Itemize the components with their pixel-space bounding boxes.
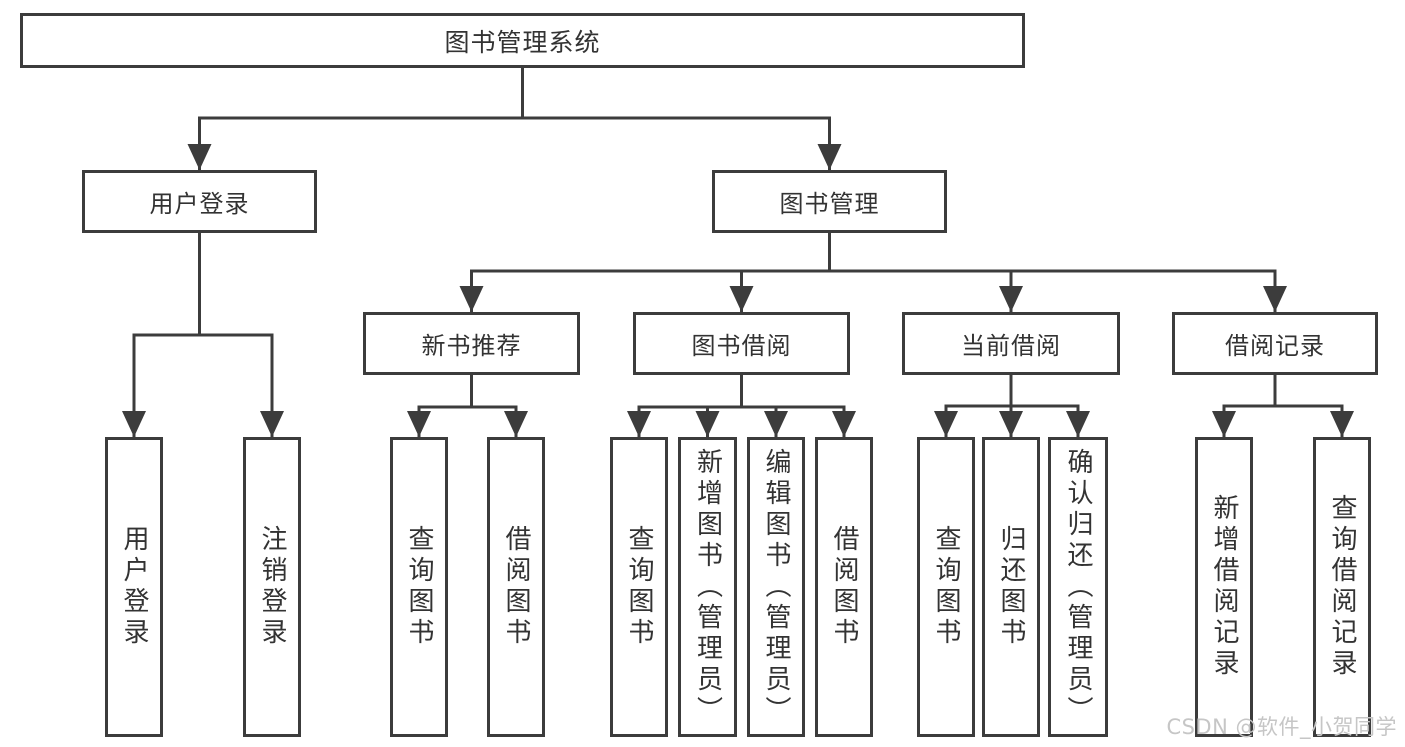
- node-label: 图书借阅: [691, 332, 792, 360]
- node-label: 用户登录: [149, 190, 250, 218]
- node-book-borrowing: 图书借阅: [633, 312, 850, 375]
- leaf-label: 注销登录: [257, 525, 287, 649]
- csdn-watermark: CSDN @软件_小贺同学: [1166, 715, 1397, 739]
- node-label: 借阅记录: [1225, 332, 1325, 360]
- leaf-label: 归还图书: [996, 525, 1026, 649]
- leaf-current-confirm-return-admin: 确认归还（管理员）: [1048, 437, 1108, 737]
- leaf-records-add-borrow-record: 新增借阅记录: [1195, 437, 1253, 737]
- leaf-records-query-borrow-record: 查询借阅记录: [1313, 437, 1371, 737]
- connector-user-login-children: [122, 233, 284, 437]
- leaf-recommend-borrow-books: 借阅图书: [487, 437, 545, 737]
- connector-current-borrowing-children: [934, 375, 1090, 437]
- node-label: 图书管理系统: [444, 27, 601, 57]
- leaf-borrowing-edit-books-admin: 编辑图书（管理员）: [747, 437, 805, 737]
- leaf-label: 新增借阅记录: [1209, 494, 1239, 680]
- connector-book-management-children: [459, 233, 1287, 312]
- leaf-borrowing-query-books: 查询图书: [610, 437, 668, 737]
- leaf-recommend-query-books: 查询图书: [390, 437, 448, 737]
- leaf-user-login: 用户登录: [105, 437, 163, 737]
- leaf-label: 确认归还（管理员）: [1063, 447, 1093, 727]
- leaf-label: 查询图书: [624, 525, 654, 649]
- node-library-management-system: 图书管理系统: [20, 13, 1025, 68]
- leaf-label: 编辑图书（管理员）: [761, 447, 791, 727]
- leaf-current-return-books: 归还图书: [982, 437, 1040, 737]
- connector-root-to-level2: [187, 68, 842, 170]
- leaf-label: 查询图书: [404, 525, 434, 649]
- node-label: 当前借阅: [961, 332, 1061, 360]
- node-label: 新书推荐: [421, 332, 522, 360]
- leaf-label: 查询图书: [931, 525, 961, 649]
- connector-borrowing-records-children: [1212, 375, 1354, 437]
- leaf-label: 查询借阅记录: [1327, 494, 1357, 680]
- leaf-current-query-books: 查询图书: [917, 437, 975, 737]
- node-new-book-recommendation: 新书推荐: [363, 312, 580, 375]
- node-label: 图书管理: [779, 190, 880, 218]
- connector-book-borrowing-children: [627, 375, 856, 437]
- leaf-borrowing-add-books-admin: 新增图书（管理员）: [678, 437, 737, 737]
- connector-new-book-recommendation-children: [407, 375, 528, 437]
- leaf-logout: 注销登录: [243, 437, 301, 737]
- leaf-borrowing-borrow-books: 借阅图书: [815, 437, 873, 737]
- node-book-management: 图书管理: [712, 170, 947, 233]
- leaf-label: 用户登录: [119, 525, 149, 649]
- leaf-label: 借阅图书: [501, 525, 531, 649]
- node-borrowing-records: 借阅记录: [1172, 312, 1378, 375]
- node-user-login: 用户登录: [82, 170, 317, 233]
- node-current-borrowing: 当前借阅: [902, 312, 1120, 375]
- leaf-label: 借阅图书: [829, 525, 859, 649]
- leaf-label: 新增图书（管理员）: [692, 447, 723, 727]
